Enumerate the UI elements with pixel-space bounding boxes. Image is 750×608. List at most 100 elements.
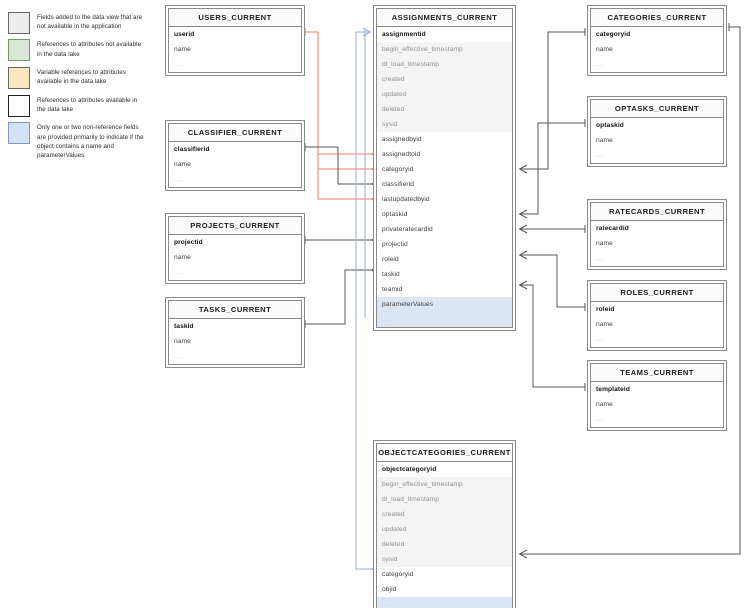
field-row[interactable]: dl_load_timestamp <box>377 57 512 72</box>
field-row[interactable]: begin_effective_timestamp <box>377 477 512 492</box>
field-row[interactable]: deleted <box>377 537 512 552</box>
field-row[interactable]: name <box>169 250 301 265</box>
field-row[interactable]: userid <box>169 27 301 42</box>
legend-item-4: Only one or two non-reference fields are… <box>8 122 147 160</box>
field-row[interactable]: dl_load_timestamp <box>377 492 512 507</box>
entity-title: ASSIGNMENTS_CURRENT <box>376 8 513 27</box>
field-row[interactable]: teamid <box>377 282 512 297</box>
entity-title: TASKS_CURRENT <box>168 300 302 319</box>
field-row[interactable]: sysid <box>377 117 512 132</box>
field-row[interactable]: deleted <box>377 102 512 117</box>
field-row[interactable]: name <box>591 236 723 251</box>
field-row[interactable]: categoryid <box>377 567 512 582</box>
field-row[interactable]: categoryid <box>377 162 512 177</box>
field-row[interactable]: taskid <box>169 319 301 334</box>
field-row[interactable]: name <box>169 42 301 57</box>
legend-item-3: References to attributes available in th… <box>8 94 147 117</box>
field-row[interactable]: ... <box>591 412 723 427</box>
entity-title: OBJECTCATEGORIES_CURRENT <box>376 443 513 462</box>
field-row[interactable]: categoryid <box>591 27 723 42</box>
field-row[interactable]: optaskid <box>591 118 723 133</box>
field-row[interactable]: ... <box>591 332 723 347</box>
field-row[interactable]: assignmentid <box>377 27 512 42</box>
field-row[interactable]: roleid <box>591 302 723 317</box>
legend-swatch-3 <box>8 94 30 117</box>
field-row[interactable]: optaskid <box>377 207 512 222</box>
field-row[interactable]: updated <box>377 522 512 537</box>
legend-item-0: Fields added to the data view that are n… <box>8 11 147 34</box>
legend-swatch-4 <box>8 122 30 145</box>
field-row[interactable]: objectcategoryid <box>377 462 512 477</box>
field-row[interactable]: lastupdatedbyid <box>377 192 512 207</box>
field-row[interactable]: ... <box>169 172 301 187</box>
field-row[interactable]: ... <box>591 148 723 163</box>
legend-label-2: Variable references to attributes availa… <box>37 69 126 86</box>
field-row[interactable]: name <box>591 133 723 148</box>
field-row[interactable]: ... <box>591 251 723 266</box>
field-row[interactable]: name <box>591 317 723 332</box>
field-row[interactable]: created <box>377 72 512 87</box>
legend-label-1: References to attributes not available i… <box>37 41 142 58</box>
field-row[interactable]: classifierid <box>169 142 301 157</box>
legend-item-1: References to attributes not available i… <box>8 39 147 62</box>
field-row[interactable]: name <box>591 397 723 412</box>
field-row[interactable]: name <box>169 157 301 172</box>
field-row[interactable]: sysid <box>377 552 512 567</box>
field-row[interactable]: projectid <box>169 235 301 250</box>
field-row[interactable]: name <box>591 42 723 57</box>
field-row[interactable]: classifierid <box>377 177 512 192</box>
legend-swatch-1 <box>8 39 30 62</box>
field-row[interactable]: ... <box>591 57 723 72</box>
legend-item-2: Variable references to attributes availa… <box>8 67 147 89</box>
field-row[interactable]: name <box>169 334 301 349</box>
entity-title: ROLES_CURRENT <box>590 283 724 302</box>
entity-title: RATECARDS_CURRENT <box>590 202 724 221</box>
entity-title: USERS_CURRENT <box>168 8 302 27</box>
field-row[interactable]: ... <box>169 349 301 364</box>
field-row[interactable]: ratecardid <box>591 221 723 236</box>
legend-label-0: Fields added to the data view that are n… <box>37 13 143 30</box>
field-row[interactable]: ... <box>377 597 512 608</box>
field-row[interactable]: templateid <box>591 382 723 397</box>
field-row[interactable]: taskid <box>377 267 512 282</box>
legend-swatch-2 <box>8 67 30 89</box>
field-row[interactable]: privateratecardid <box>377 222 512 237</box>
entity-title: PROJECTS_CURRENT <box>168 216 302 235</box>
field-row[interactable]: objid <box>377 582 512 597</box>
field-row[interactable]: roleid <box>377 252 512 267</box>
field-row[interactable]: ... <box>169 265 301 280</box>
legend: Fields added to the data view that are n… <box>0 0 150 170</box>
field-row[interactable]: parameterValues <box>377 297 512 312</box>
field-row[interactable]: assignedbyid <box>377 132 512 147</box>
field-row[interactable]: projectid <box>377 237 512 252</box>
field-row[interactable]: assignedtoid <box>377 147 512 162</box>
legend-swatch-0 <box>8 11 30 34</box>
field-row[interactable]: updated <box>377 87 512 102</box>
field-row[interactable]: begin_effective_timestamp <box>377 42 512 57</box>
entity-title: CATEGORIES_CURRENT <box>590 8 724 27</box>
field-row[interactable]: ... <box>169 57 301 72</box>
field-row[interactable]: ... <box>377 312 512 327</box>
field-row[interactable]: created <box>377 507 512 522</box>
legend-label-3: References to attributes available in th… <box>37 96 138 113</box>
